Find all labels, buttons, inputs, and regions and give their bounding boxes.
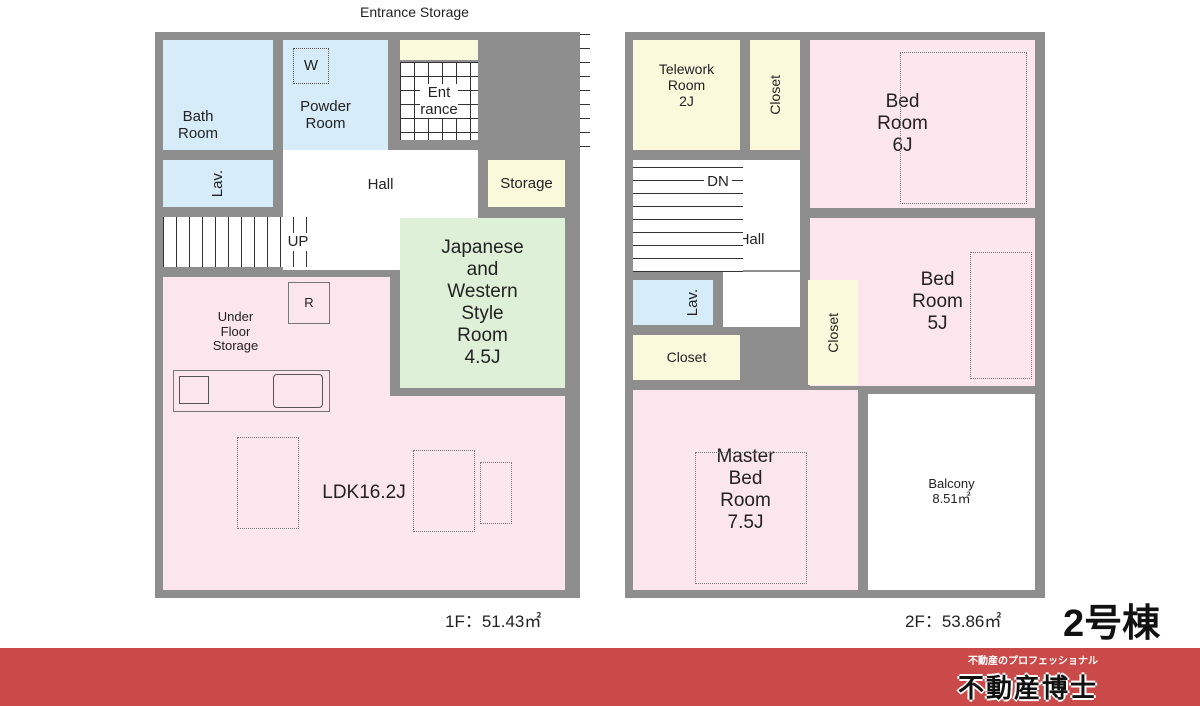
under-floor-label: Under Floor Storage [212,308,259,354]
closet-2: Closet [633,335,740,380]
building-label: 2号棟 [1063,603,1161,645]
telework-room: Telework Room 2J [633,40,740,150]
bath-label: Bath Room [177,107,218,142]
bed-5j [970,252,1032,379]
hall-2f-label: Hall [738,231,765,249]
closet-3-label: Closet [824,312,841,353]
closet-3: Closet [808,280,858,385]
refrigerator: R [288,282,330,324]
floor1-area: 1F：51.43㎡ [445,612,542,631]
master-label: Master Bed Room 7.5J [716,446,775,533]
lav-2f: Lav. [633,280,713,325]
floor2-plan: Telework Room 2J Closet Bed Room 6J Hall… [625,32,1045,598]
hall-2f-lower [723,272,800,327]
japanese-label: Japanese and Western Style Room 4.5J [441,237,524,368]
washer-label: W [293,48,329,84]
bed-room-6j: Bed Room 6J [810,40,1035,208]
brand-band: 不動産のプロフェッショナル 不動産博士 [0,648,1200,706]
sink-icon [273,374,323,408]
balcony: Balcony 8.51㎡ [868,394,1035,590]
lav-2f-label: Lav. [684,288,702,317]
entrance: Ent rance [400,62,478,140]
storage: Storage [488,160,565,207]
bed-6j-label: Bed Room 6J [877,91,928,156]
master-bed-room: Master Bed Room 7.5J [633,390,858,590]
entrance-label: Ent rance [420,83,458,119]
entrance-storage-label: Entrance Storage [360,4,469,20]
ldk: LDK16.2J [163,396,565,590]
japanese-room: Japanese and Western Style Room 4.5J [400,218,565,388]
stove-icon [179,376,209,404]
brand-tagline: 不動産のプロフェッショナル [968,656,1098,667]
floor1-plan: Bath Room W Powder Room Ent rance Lav. Ha… [155,32,580,598]
closet-1: Closet [750,40,800,150]
lav-1f: Lav. [163,160,273,207]
bed-room-5j: Bed Room 5J [810,218,1035,386]
kitchen-counter [173,370,330,412]
ldk-label: LDK16.2J [322,482,406,504]
sofa [413,450,475,532]
bath-room: Bath Room [163,40,273,150]
hall-label: Hall [367,176,394,194]
dining-table [237,437,299,529]
stairs-2f: DN [633,162,743,272]
up-label: UP [283,233,313,251]
brand-logo: 不動産博士 [958,673,1099,703]
storage-label: Storage [500,174,553,192]
powder-label: Powder Room [300,97,351,132]
powder-room: W Powder Room [283,40,388,150]
refrigerator-label: R [304,294,314,310]
dn-label: DN [704,173,732,191]
bed-master [695,452,807,584]
stairs-1f: UP [163,217,313,267]
bed-5j-label: Bed Room 5J [912,269,963,334]
closet-2-label: Closet [666,349,707,366]
floor2-area: 2F：53.86㎡ [905,612,1002,631]
telework-label: Telework Room 2J [658,60,715,110]
coffee-table [480,462,512,524]
bed-6j [900,52,1027,204]
lav-label: Lav. [209,169,227,198]
entrance-storage [400,40,478,60]
under-floor-storage: Under Floor Storage [203,302,268,362]
closet-1-label: Closet [766,75,783,115]
balcony-label: Balcony 8.51㎡ [928,476,975,506]
